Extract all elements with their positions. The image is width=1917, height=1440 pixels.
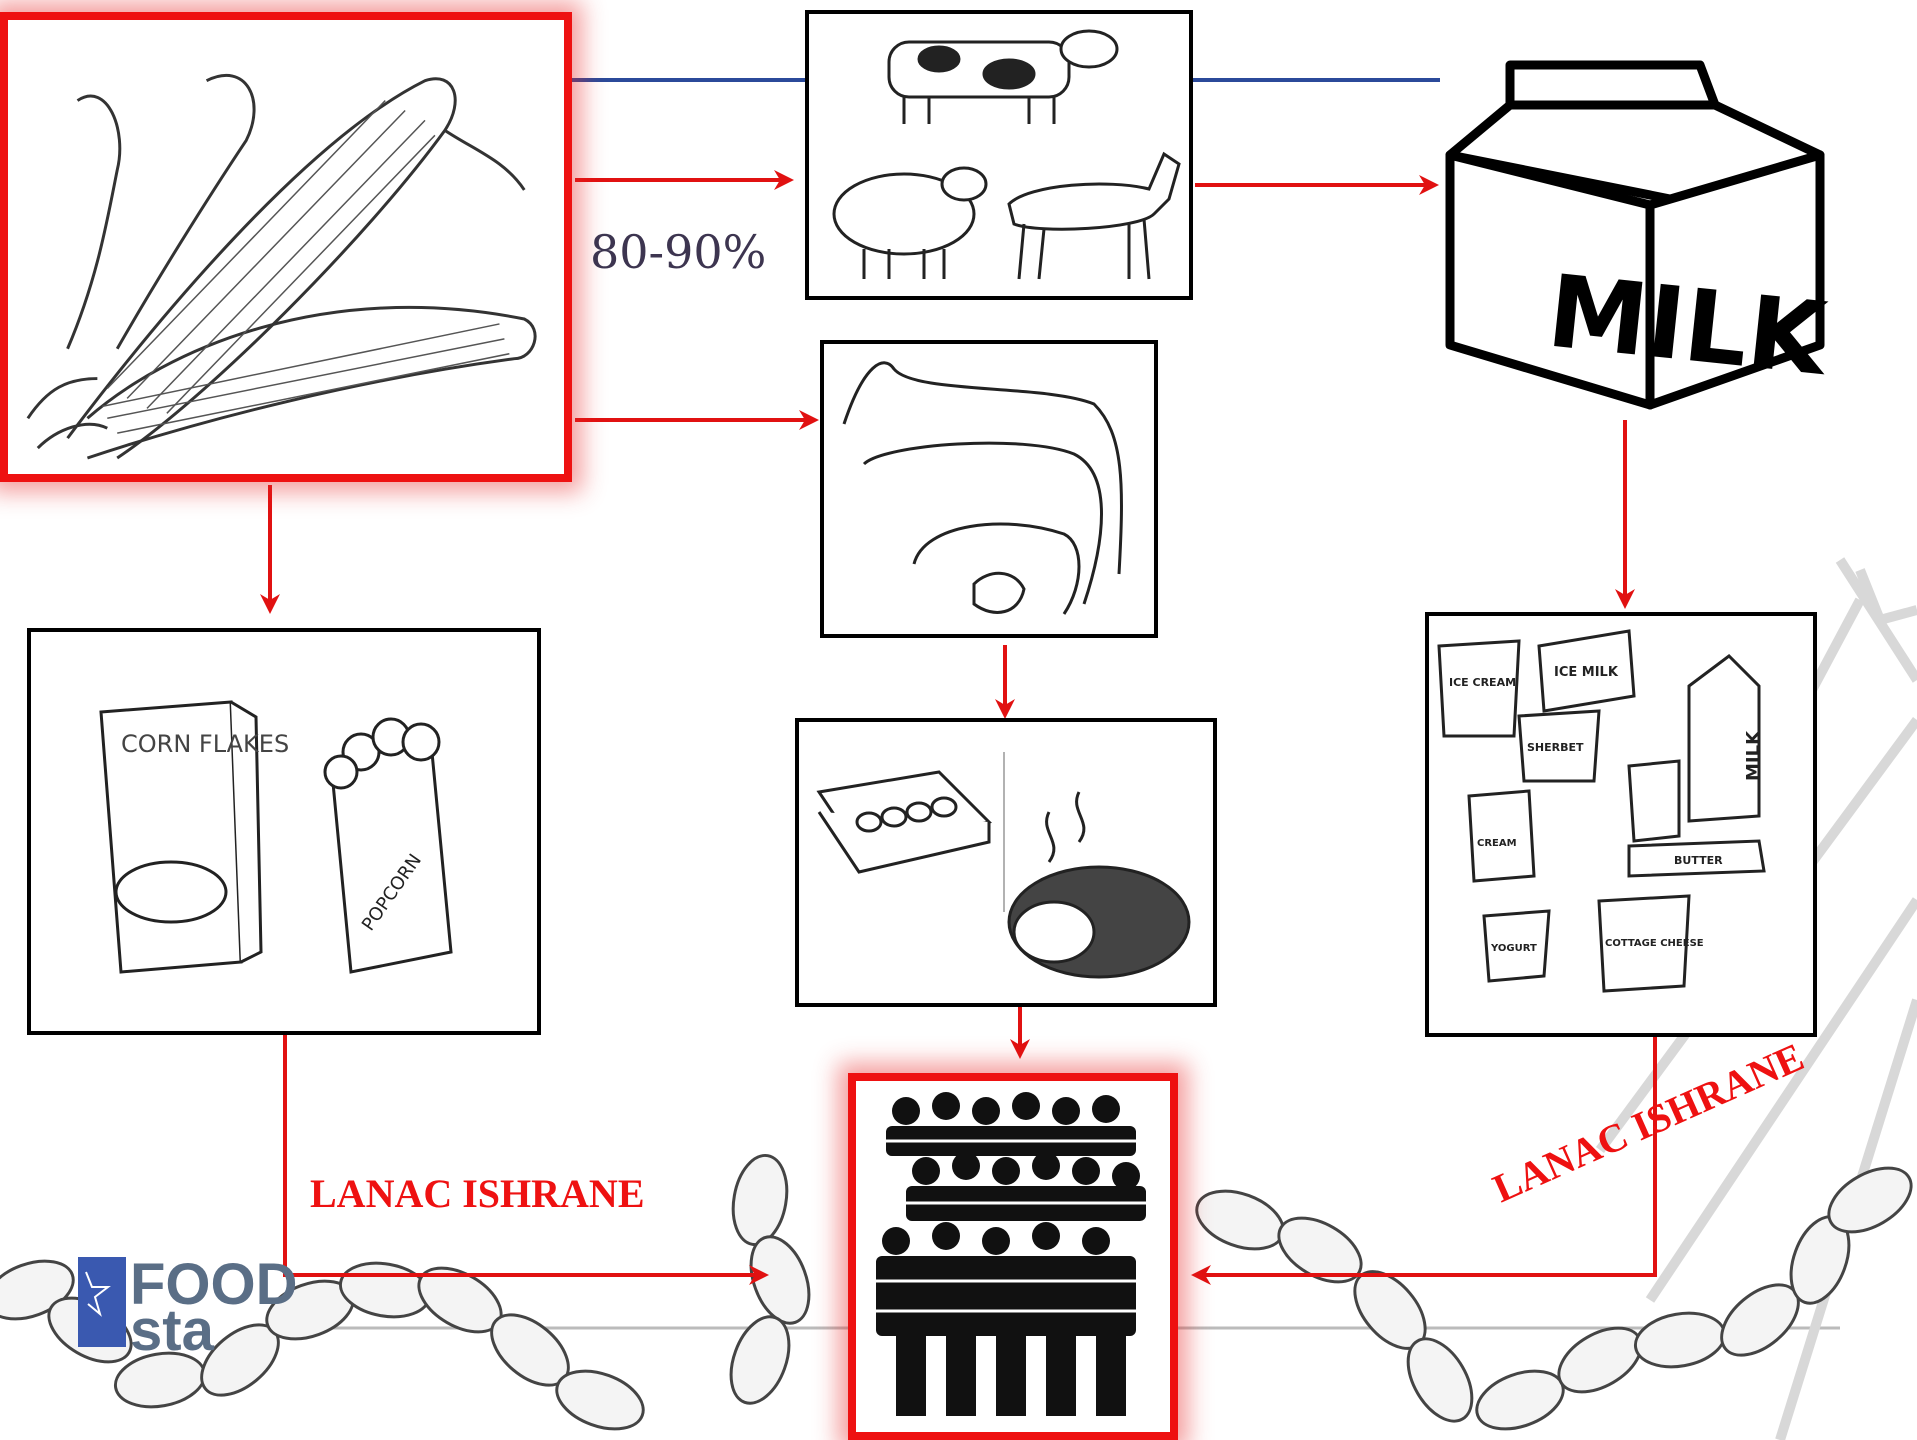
logo-star-block [78,1257,126,1347]
cereal-popcorn-icon: CORN FLAKES POPCORN [31,632,537,1031]
milk-carton-icon: MILK [1440,45,1840,415]
label-cottage-cheese: COTTAGE CHEESE [1605,938,1704,949]
dairy-animals-icon [809,14,1189,296]
label-butter: BUTTER [1674,854,1723,867]
chain-label-left: LANAC ISHRANE [310,1170,645,1217]
percentage-label: 80-90% [590,225,766,279]
people-crowd-icon [856,1081,1170,1432]
cereal-popcorn-box: CORN FLAKES POPCORN [27,628,541,1035]
label-cream: CREAM [1477,838,1517,849]
foodstar-logo: FOOD sta [78,1252,318,1352]
dairy-animals-box [805,10,1193,300]
label-yogurt: YOGURT [1490,943,1537,954]
label-ice-cream: ICE CREAM [1449,676,1516,689]
label-sherbet: SHERBET [1527,741,1584,754]
label-ice-milk: ICE MILK [1554,665,1619,680]
people-box [848,1073,1178,1440]
eggs-meat-icon [799,722,1213,1003]
corn-box [0,12,572,482]
farm-animals-icon [824,344,1154,634]
eggs-meat-box [795,718,1217,1007]
arrow-cereal-to-people [285,1035,765,1275]
dairy-products-box: ICE CREAM ICE MILK SHERBET MILK CREAM BU… [1425,612,1817,1037]
corn-icon [8,20,564,474]
logo-text-star: sta [130,1298,215,1352]
milk-carton: MILK [1440,45,1840,415]
farm-animals-box [820,340,1158,638]
corn-flakes-label: CORN FLAKES [121,730,289,758]
dairy-products-icon: ICE CREAM ICE MILK SHERBET MILK CREAM BU… [1429,616,1813,1033]
label-milk-small: MILK [1743,730,1764,781]
